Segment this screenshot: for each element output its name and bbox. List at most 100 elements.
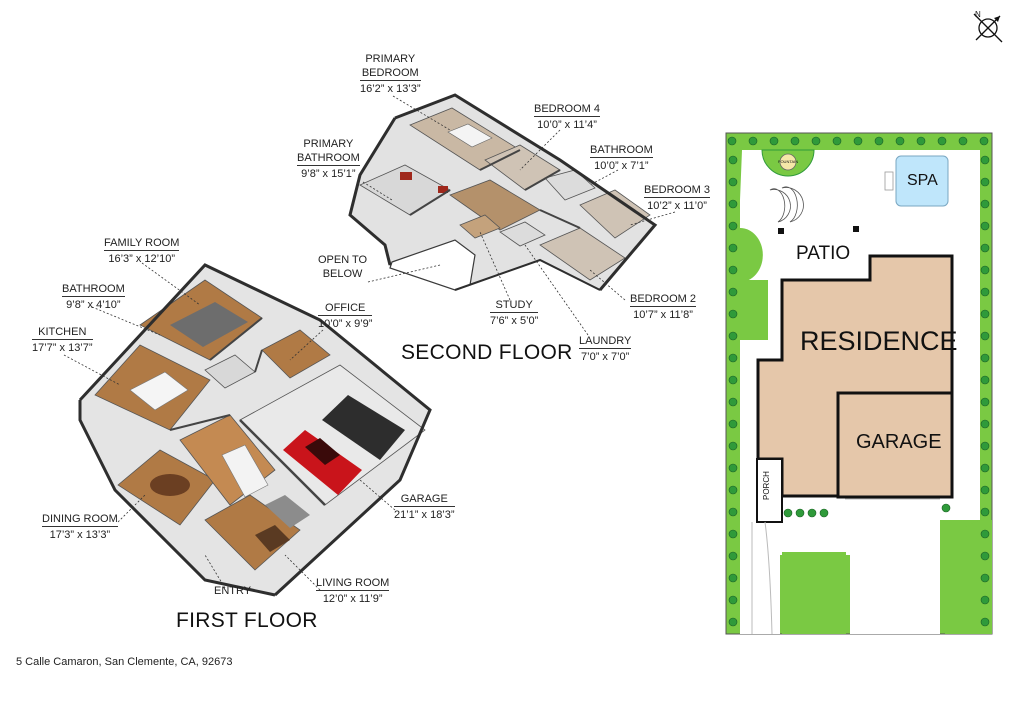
hedge-shrub: [937, 136, 947, 146]
label-study: STUDY 7’6” x 5’0”: [490, 299, 539, 327]
label-family-room: FAMILY ROOM 16’3” x 12’10”: [104, 237, 180, 265]
label-garage: GARAGE 21’1” x 18’3”: [394, 493, 455, 521]
porch-footprint: [756, 458, 783, 523]
hedge-shrub: [728, 309, 738, 319]
dining-table: [150, 474, 190, 496]
hedge-shrub: [874, 136, 884, 146]
label-dining-room: DINING ROOM 17’3” x 13’3”: [42, 513, 118, 541]
living-sofa: [265, 495, 310, 528]
hedge-shrub: [958, 136, 968, 146]
hedge-shrub: [980, 287, 990, 297]
hedge-shrub: [728, 199, 738, 209]
first-floor-leaders: [63, 262, 396, 591]
label-entry: ENTRY: [214, 585, 252, 597]
office-floor: [261, 329, 331, 379]
label-office: OFFICE 10’0” x 9’9”: [318, 302, 373, 330]
hedge-shrub: [980, 441, 990, 451]
hedge-shrub: [980, 243, 990, 253]
hedge-shrub: [980, 265, 990, 275]
label-laundry: LAUNDRY 7’0” x 7’0”: [579, 335, 632, 363]
site-fountain-label: FOUNTAIN: [778, 159, 799, 164]
hedge-shrub: [979, 136, 989, 146]
hedge-shrub: [980, 177, 990, 187]
hedge-shrub: [728, 573, 738, 583]
hedge-shrub: [980, 617, 990, 627]
hedge-shrub: [980, 155, 990, 165]
hedge-shrub: [728, 529, 738, 539]
hedge-shrub: [728, 243, 738, 253]
hedge-shrub: [728, 595, 738, 605]
hedge-shrub: [807, 508, 817, 518]
hedge-shrub: [980, 397, 990, 407]
hedge-shrub: [980, 375, 990, 385]
fireplace: [255, 525, 290, 552]
first-floor-title: FIRST FLOOR: [176, 609, 318, 632]
hedge-shrub: [728, 265, 738, 275]
hedge-shrub: [728, 375, 738, 385]
hedge-shrub: [795, 508, 805, 518]
label-bedroom3: BEDROOM 3 10’2” x 11’0”: [644, 184, 711, 212]
hedge-shrub: [980, 309, 990, 319]
bathroom2-floor: [544, 169, 596, 201]
compass-icon: [973, 13, 1003, 43]
label-primary-bedroom: PRIMARY BEDROOM 16’2” x 13’3”: [360, 53, 421, 95]
hedge-shrub: [819, 508, 829, 518]
site-spa-label: SPA: [907, 172, 938, 189]
spa-icon: [895, 155, 949, 207]
hedge-shrub: [783, 508, 793, 518]
hedge-shrub: [728, 507, 738, 517]
second-floor-plan: [348, 93, 658, 291]
label-first-bathroom: BATHROOM 9’8” x 4’10”: [62, 283, 125, 311]
hedge-shrub: [728, 485, 738, 495]
hedge-shrub: [790, 136, 800, 146]
hedge-shrub: [980, 331, 990, 341]
hedge-shrub: [980, 463, 990, 473]
hedge-shrub: [895, 136, 905, 146]
hedge-shrub: [728, 617, 738, 627]
label-primary-bathroom: PRIMARY BATHROOM 9’8” x 15’1”: [297, 138, 360, 180]
bedroom2-floor: [539, 227, 626, 281]
sofa: [170, 302, 248, 347]
hedge-shrub: [980, 353, 990, 363]
hedge-shrub: [728, 353, 738, 363]
label-open-to-below: OPEN TO BELOW: [318, 254, 368, 280]
hedge-shrub: [728, 441, 738, 451]
site-porch-label: PORCH: [762, 471, 771, 500]
label-kitchen: KITCHEN 17’7” x 13’7”: [32, 326, 93, 354]
bedroom3-floor: [579, 189, 651, 239]
staircase: [221, 444, 269, 498]
hedge-shrub: [728, 177, 738, 187]
hedge-shrub: [728, 419, 738, 429]
hedge-shrub: [769, 136, 779, 146]
hedge-shrub: [728, 397, 738, 407]
hedge-shrub: [832, 136, 842, 146]
hedge-shrub: [811, 136, 821, 146]
label-bedroom4: BEDROOM 4 10’0” x 11’4”: [534, 103, 601, 131]
garage-footprint: [836, 391, 954, 499]
hedge-shrub: [980, 419, 990, 429]
hedge-shrub: [727, 136, 737, 146]
hedge-shrub: [916, 136, 926, 146]
site-plan: [725, 132, 993, 635]
hedge-shrub: [980, 507, 990, 517]
hedge-shrub: [980, 221, 990, 231]
compass-north-label: N: [975, 10, 981, 19]
hedge-shrub: [728, 551, 738, 561]
hedge-shrub: [728, 331, 738, 341]
hedge-shrub: [853, 136, 863, 146]
label-bathroom2: BATHROOM 10’0” x 7’1”: [590, 144, 653, 172]
black-car: [322, 395, 405, 460]
second-floor-leaders: [362, 95, 676, 336]
hedge-shrub: [728, 221, 738, 231]
kitchen-island: [129, 371, 189, 411]
hedge-shrub: [980, 595, 990, 605]
hedge-shrub: [980, 573, 990, 583]
second-floor-title: SECOND FLOOR: [401, 341, 573, 364]
study-floor: [459, 214, 501, 239]
site-garage-label: GARAGE: [856, 431, 942, 453]
laundry-floor: [499, 221, 546, 247]
hedge-shrub: [980, 551, 990, 561]
site-residence-label: RESIDENCE: [800, 326, 958, 356]
